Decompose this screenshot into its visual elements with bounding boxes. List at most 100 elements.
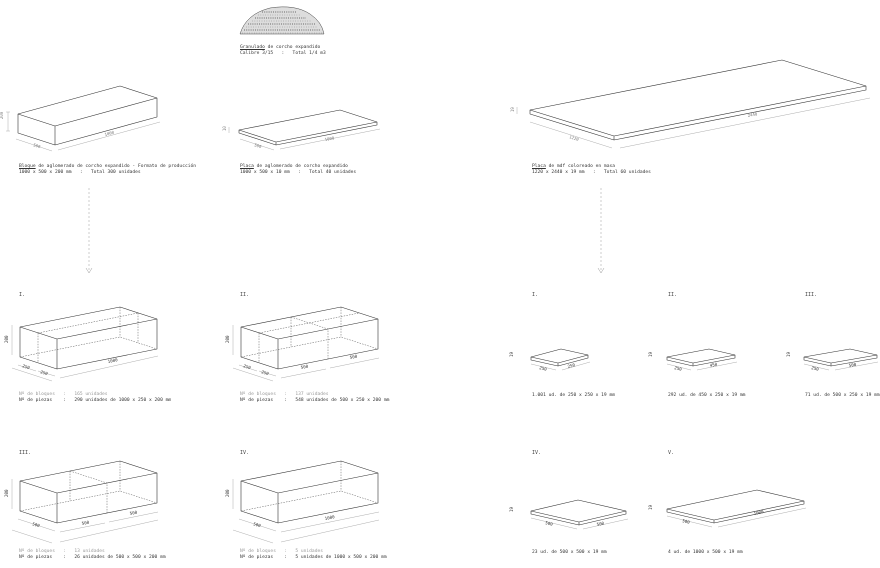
cork-option-2-stats: Nº de bloques : 137 unidades Nº de pieza… <box>240 392 389 403</box>
cork-option-2-drawing <box>232 306 380 382</box>
mdf-option-1-numeral: I. <box>532 292 539 298</box>
cork-option-2-numeral: II. <box>240 292 250 298</box>
cork-option-3-numeral: III. <box>19 450 32 456</box>
dim-label: 19 <box>648 351 653 357</box>
flow-arrows <box>85 188 605 274</box>
bloque-caption: Bloque de aglomerado de corcho expandido… <box>19 164 196 175</box>
dim-label: 19 <box>509 351 514 357</box>
dim-label: 500 <box>596 520 605 527</box>
cork-option-4-stats: Nº de bloques : 5 unidades Nº de piezas … <box>240 549 387 560</box>
mdf-option-4-drawing <box>530 499 629 530</box>
dim-label: 500 <box>81 520 90 526</box>
placa-corcho-desc: de aglomerado de corcho expandido <box>253 164 348 169</box>
dim-label: 500 <box>300 364 309 370</box>
dim-label: 2440 <box>747 111 758 118</box>
mdf-option-1-drawing <box>530 348 591 371</box>
placa-corcho-drawing <box>228 109 381 151</box>
dim-label: 250 <box>243 363 252 370</box>
dim-label: 500 <box>32 521 41 528</box>
mdf-option-3-desc: 71 ud. de 500 x 250 x 19 mm <box>805 393 880 398</box>
cork-option-1-numeral: I. <box>19 292 26 298</box>
placa-corcho-spec: 1000 x 500 x 10 mm : Total 40 unidades <box>240 169 357 175</box>
mdf-option-5-drawing <box>666 489 807 528</box>
granulado-caption: Granulado de corcho expandido Calibre 3/… <box>240 45 326 56</box>
stat-value: 26 unidades de 500 x 500 x 200 mm <box>74 554 166 560</box>
placa-mdf-drawing <box>516 59 871 149</box>
mdf-option-3-numeral: III. <box>805 292 818 298</box>
dim-label: 250 <box>40 369 49 376</box>
stat-label: Nº de piezas : <box>19 397 75 403</box>
stat-label: Nº de piezas : <box>240 397 296 403</box>
granulado-name: Granulado <box>240 45 265 50</box>
cork-option-1-stats: Nº de bloques : 165 unidades Nº de pieza… <box>19 392 171 403</box>
dim-label: 500 <box>254 142 263 149</box>
bloque-name: Bloque <box>19 164 36 169</box>
dim-label: 500 <box>349 354 358 360</box>
stat-label: Nº de bloques : <box>19 392 75 397</box>
granulado-pile-illustration <box>239 6 325 35</box>
mdf-option-5-desc: 4 ud. de 1000 x 500 x 19 mm <box>668 550 743 555</box>
stat-value: 165 unidades <box>74 392 108 397</box>
placa-mdf-desc: de mdf coloreado en masa <box>545 164 615 169</box>
cork-option-4-numeral: IV. <box>240 450 250 456</box>
placa-mdf-spec: 1220 x 2440 x 19 mm : Total 60 unidades <box>532 169 651 175</box>
bloque-spec: 1000 x 500 x 200 mm : Total 300 unidades <box>19 169 141 175</box>
dim-label: 200 <box>225 335 230 343</box>
dim-label: 19 <box>786 351 791 357</box>
dim-label: 10 <box>222 126 227 131</box>
dim-label: 500 <box>253 521 262 528</box>
dim-label: 500 <box>848 362 857 368</box>
mdf-option-2-numeral: II. <box>668 292 678 298</box>
placa-corcho-name: Placa <box>240 164 254 169</box>
dim-label: 500 <box>545 520 554 527</box>
mdf-option-4-desc: 23 ud. de 500 x 500 x 19 mm <box>532 550 607 555</box>
dim-label: 200 <box>4 489 9 497</box>
cork-option-3-stats: Nº de bloques : 13 unidades Nº de piezas… <box>19 549 166 560</box>
dim-label: 450 <box>709 362 718 368</box>
stat-value: 5 unidades de 1000 x 500 x 200 mm <box>295 554 387 560</box>
dim-label: 200 <box>4 335 9 343</box>
mdf-option-1-desc: 1.001 ud. de 250 x 250 x 19 mm <box>532 393 615 398</box>
dim-label: 19 <box>509 506 514 512</box>
dim-label: 500 <box>682 518 691 525</box>
dim-label: 250 <box>539 365 548 372</box>
stat-value: 137 unidades <box>295 392 329 397</box>
dim-label: 250 <box>674 365 683 372</box>
stat-value: 13 unidades <box>74 549 105 554</box>
dim-label: 1000 <box>324 514 335 521</box>
stat-label: Nº de bloques : <box>240 549 296 554</box>
dim-label: 1000 <box>753 509 764 516</box>
dim-label: 200 <box>225 489 230 497</box>
dim-label: 250 <box>567 362 576 369</box>
bloque-block-drawing <box>6 85 161 152</box>
mdf-option-4-numeral: IV. <box>532 450 542 456</box>
bloque-desc: de aglomerado de corcho expandido - Form… <box>35 164 197 169</box>
granulado-desc: de corcho expandido <box>264 45 321 50</box>
stat-label: Nº de bloques : <box>19 549 75 554</box>
dim-label: 500 <box>33 142 42 149</box>
dim-label: 1000 <box>104 129 115 136</box>
dim-label: 1000 <box>107 357 118 364</box>
cork-option-1-drawing <box>11 306 159 382</box>
mdf-option-2-drawing <box>666 348 738 371</box>
dim-label: 250 <box>22 363 31 370</box>
cork-option-3-drawing <box>11 460 159 544</box>
dim-label: 250 <box>811 365 820 372</box>
stat-label: Nº de bloques : <box>240 392 296 397</box>
dim-label: 500 <box>129 510 138 516</box>
stat-label: Nº de piezas : <box>19 554 75 560</box>
granulado-spec: Calibre 3/15 : Total 1/4 m3 <box>240 50 326 56</box>
mdf-option-3-drawing <box>803 348 879 371</box>
stat-value: 548 unidades de 500 x 250 x 200 mm <box>295 397 390 403</box>
stat-value: 290 unidades de 1000 x 250 x 200 mm <box>74 397 172 403</box>
dim-label: 1220 <box>569 134 580 142</box>
dim-label: 19 <box>510 107 515 112</box>
cork-option-4-drawing <box>232 460 380 544</box>
stat-label: Nº de piezas : <box>240 554 296 560</box>
placa-mdf-name: Placa <box>532 164 546 169</box>
placa-corcho-caption: Placa de aglomerado de corcho expandido … <box>240 164 356 175</box>
dim-label: 250 <box>261 369 270 376</box>
stat-value: 5 unidades <box>295 549 323 554</box>
